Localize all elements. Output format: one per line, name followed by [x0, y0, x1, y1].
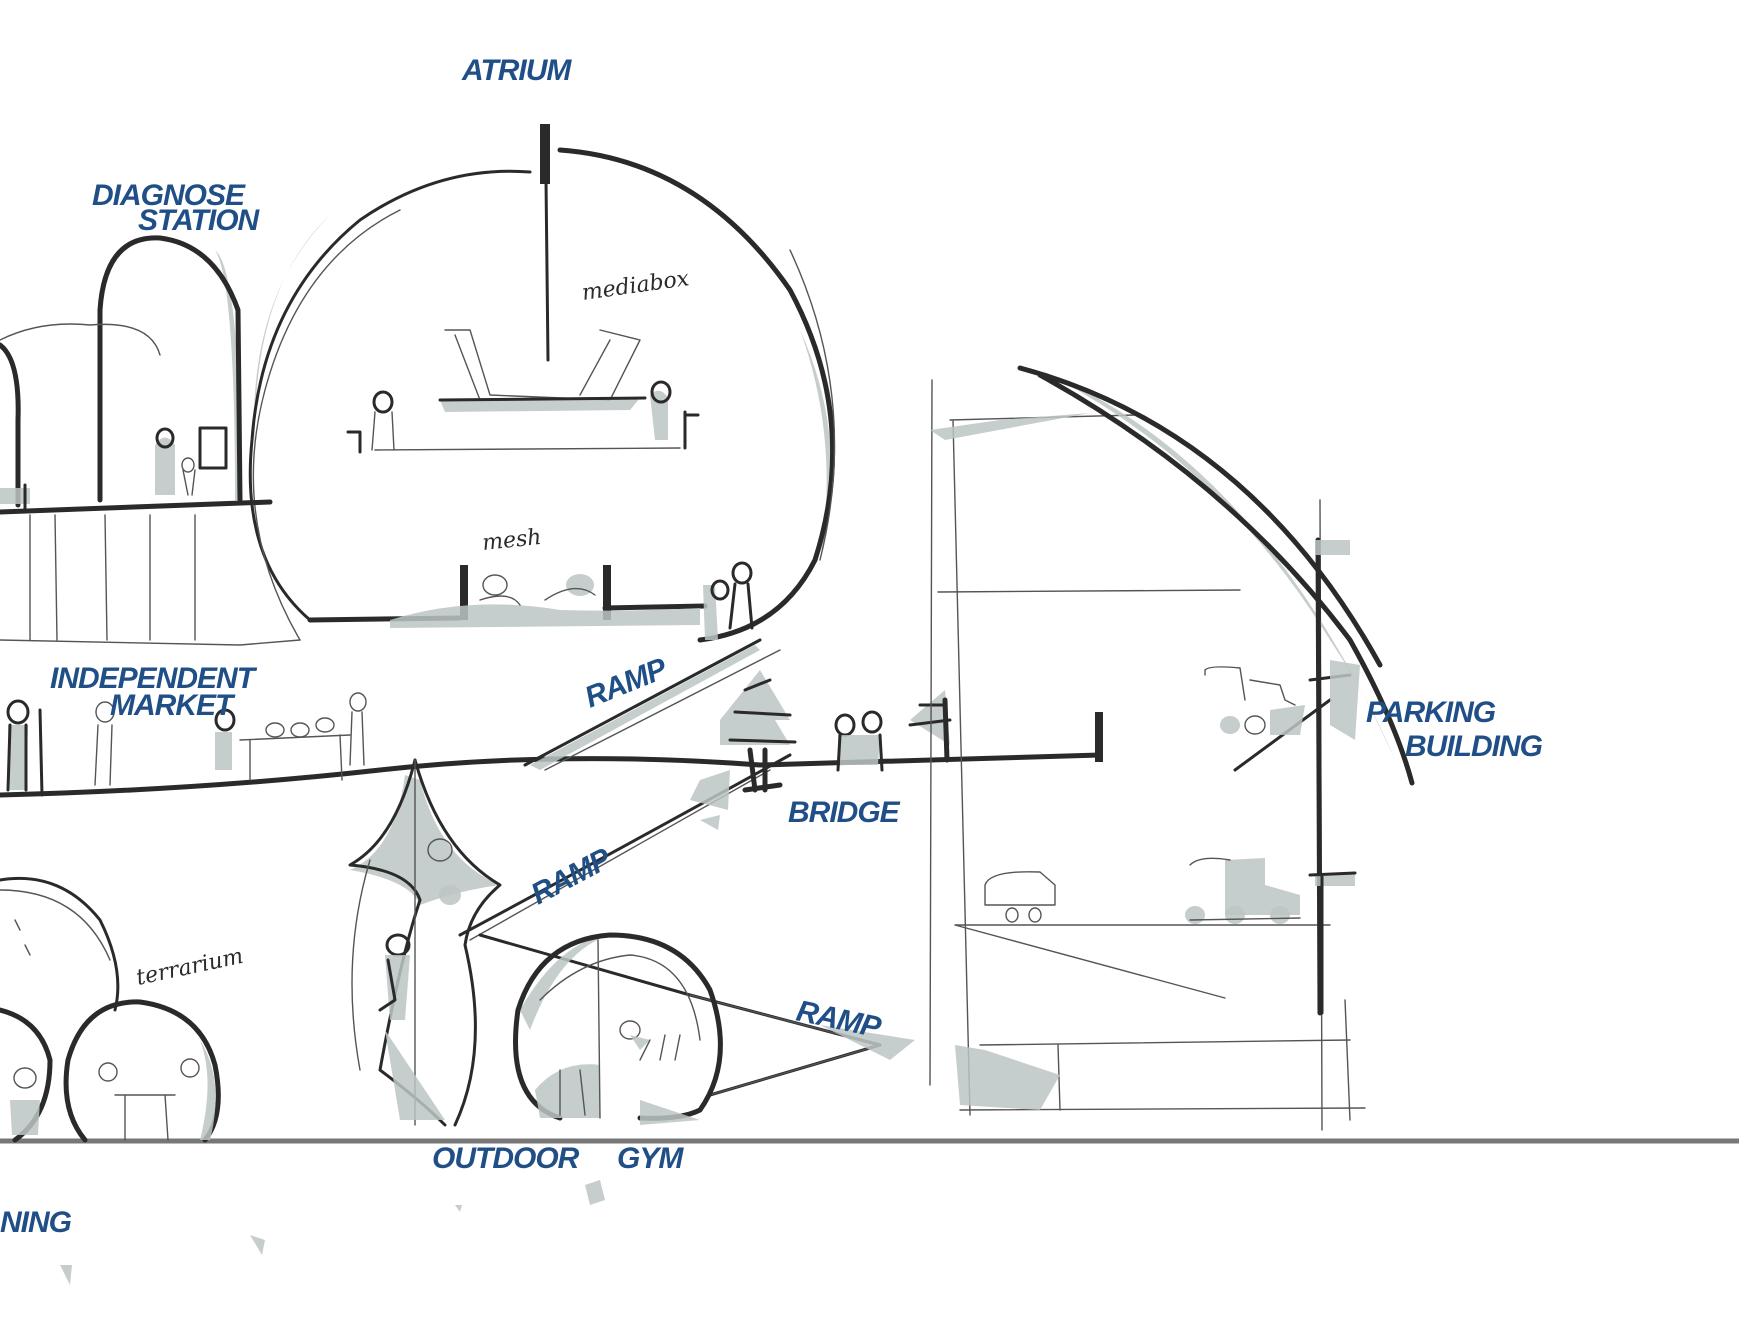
note-mediabox: mediabox	[580, 266, 691, 306]
label-atrium: ATRIUM	[461, 54, 572, 87]
tensile-structure	[348, 758, 502, 1127]
bridge	[690, 670, 1103, 830]
label-outdoor: OUTDOOR	[432, 1142, 580, 1175]
label-independent: INDEPENDENT	[50, 662, 258, 695]
independent-market	[0, 692, 1103, 798]
frame-lines	[929, 379, 1366, 1131]
label-gym: GYM	[617, 1142, 684, 1175]
label-ramp-lower: RAMP	[794, 995, 885, 1045]
label-market: MARKET	[110, 689, 236, 722]
dining-spheres	[0, 876, 221, 1143]
note-mesh: mesh	[481, 525, 543, 556]
label-bridge: BRIDGE	[788, 796, 901, 829]
diagnose-station	[0, 235, 301, 646]
label-station: STATION	[138, 204, 261, 237]
label-diagnose: DIAGNOSE	[92, 179, 246, 212]
label-building: BUILDING	[1405, 730, 1543, 763]
outdoor-gym	[513, 932, 723, 1125]
label-ramp-middle: RAMP	[526, 842, 618, 912]
atrium-sphere	[248, 124, 836, 643]
parking-building	[984, 365, 1415, 1016]
label-parking: PARKING	[1366, 696, 1496, 729]
label-dining-partial: NING	[0, 1206, 72, 1239]
note-terrarium: terrarium	[134, 944, 245, 991]
